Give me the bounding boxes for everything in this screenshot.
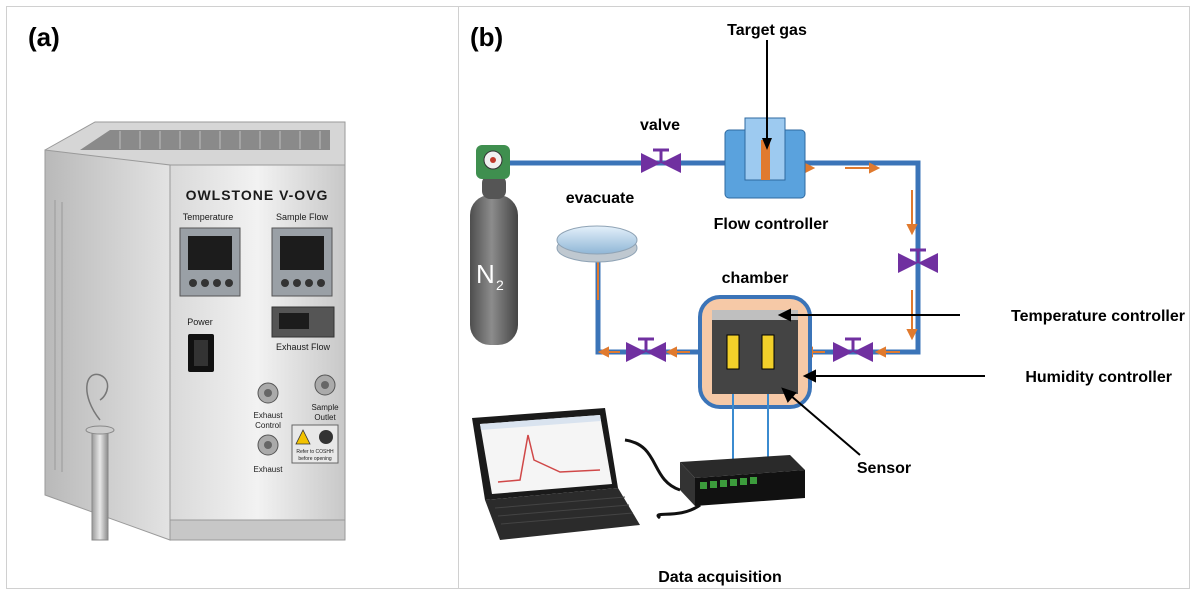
sample-outlet-label-2: Outlet: [314, 413, 336, 422]
label-evacuate: evacuate: [566, 190, 635, 207]
device-brand: OWLSTONE V-OVG: [186, 187, 329, 203]
power-switch-rocker: [194, 340, 208, 366]
data-logger: [680, 455, 805, 506]
evacuate-dish: [556, 225, 638, 263]
cylinder-neck: [482, 175, 506, 199]
label-valve: valve: [640, 117, 680, 134]
device-grille-lines: [119, 131, 321, 149]
exhaust-label: Exhaust: [254, 465, 284, 474]
usb-cable: [624, 438, 701, 520]
device-sample-flow-label: Sample Flow: [276, 212, 329, 222]
exhaust-control-label-1: Exhaust: [254, 411, 284, 420]
chamber: [698, 295, 812, 409]
panel-a-letter: (a): [28, 22, 60, 52]
cylinder-label-subscript: 2: [496, 277, 504, 293]
label-humidity-controller: Humidity controller: [1025, 369, 1172, 386]
laptop-screen: [480, 415, 612, 494]
device-side-vents: [54, 200, 63, 472]
label-flow-controller: Flow controller: [714, 216, 829, 233]
sensor-element-left: [726, 334, 740, 370]
wire-loop: [86, 373, 109, 421]
device-grille: [80, 130, 330, 150]
valve-outlet: [626, 337, 666, 362]
device-temperature-label: Temperature: [183, 212, 234, 222]
sample-tube: [91, 429, 109, 541]
laptop: [472, 408, 640, 540]
target-gas-tube: [761, 140, 770, 180]
sensor-wires: [732, 394, 769, 460]
coshh-icon: [319, 430, 333, 444]
laptop-keyboard: [485, 488, 640, 540]
temperature-display-buttons: [189, 279, 233, 287]
sensor-element-right: [761, 334, 775, 370]
warning-text-1: Refer to COSHH: [296, 449, 334, 455]
sample-flow-display-buttons: [281, 279, 325, 287]
label-target-gas: Target gas: [727, 22, 807, 39]
exhaust-flow-screen: [279, 313, 309, 329]
device-power-label: Power: [187, 317, 213, 327]
sample-flow-display-screen: [280, 236, 324, 270]
panel-b-letter: (b): [470, 22, 504, 52]
label-data-acquisition: Data acquisition: [658, 569, 782, 586]
label-sensor: Sensor: [857, 460, 911, 477]
valve-inlet: [833, 337, 873, 362]
valve-right: [898, 248, 938, 273]
callouts: [777, 308, 985, 456]
temperature-display-screen: [188, 236, 232, 270]
valve-main: [641, 148, 681, 173]
figure-frame: [6, 6, 1190, 589]
label-chamber: chamber: [722, 270, 789, 287]
panel-divider: [458, 6, 459, 589]
exhaust-control-label-2: Control: [255, 421, 281, 430]
cylinder-body: [470, 195, 518, 345]
cylinder-label: N: [476, 259, 495, 289]
response-curve: [497, 434, 601, 483]
chamber-inner: [712, 310, 798, 394]
label-temperature-controller: Temperature controller: [1011, 308, 1185, 325]
n2-cylinder: N 2: [470, 145, 518, 345]
owlstone-device: OWLSTONE V-OVG Temperature Sample Flow P…: [44, 121, 346, 541]
warning-text-2: before opening: [298, 456, 332, 462]
device-exhaust-flow-label: Exhaust Flow: [276, 342, 331, 352]
warning-triangle-icon: [295, 429, 311, 445]
sample-outlet-label-1: Sample: [311, 403, 339, 412]
flow-controller: [724, 117, 806, 199]
device-base: [169, 519, 346, 541]
